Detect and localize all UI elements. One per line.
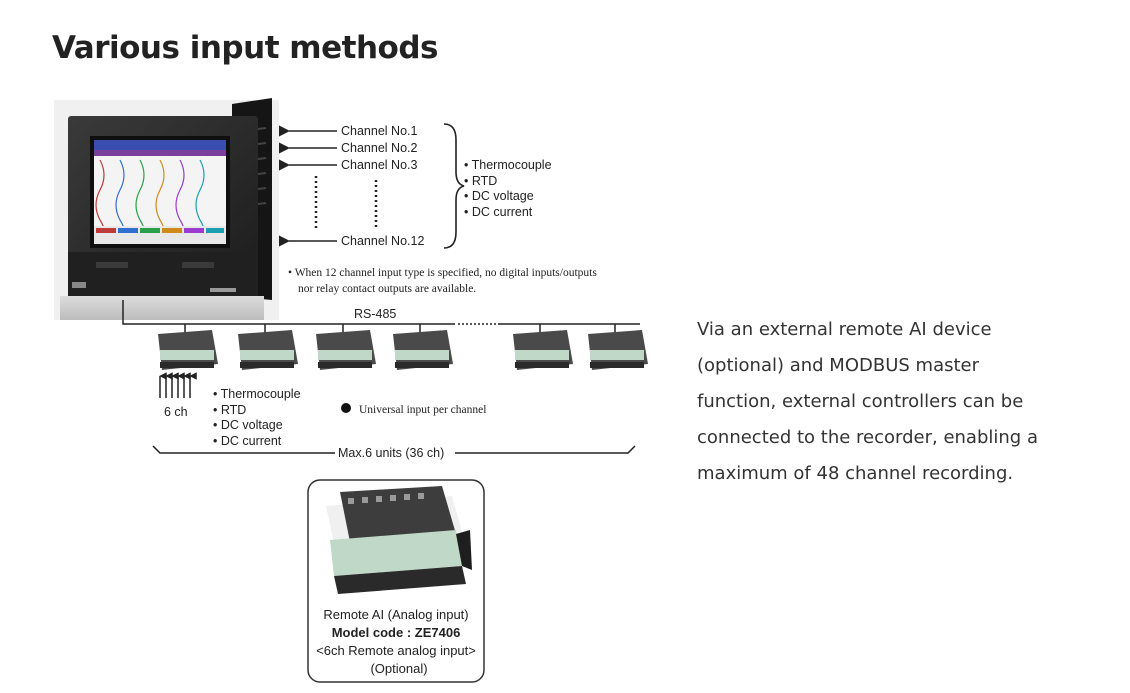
universal-input-bullet bbox=[341, 403, 351, 413]
recorder-model-plate bbox=[210, 288, 236, 292]
svg-text:• DC current: • DC current bbox=[213, 434, 282, 448]
remote-module bbox=[238, 330, 298, 370]
remote-ai-caption-line3: <6ch Remote analog input> bbox=[316, 643, 476, 658]
remote-ai-caption-line1: Remote AI (Analog input) bbox=[323, 607, 468, 622]
channel-label: Channel No.12 bbox=[341, 234, 424, 248]
channel-label: Channel No.2 bbox=[341, 141, 417, 155]
recorder-base bbox=[60, 296, 264, 320]
channel-note-line1: • When 12 channel input type is specifie… bbox=[288, 267, 597, 279]
remote-module bbox=[158, 330, 218, 370]
svg-text:• Thermocouple: • Thermocouple bbox=[213, 387, 301, 401]
rs485-label: RS-485 bbox=[354, 307, 396, 321]
description-text: Via an external remote AI device (option… bbox=[697, 319, 1038, 484]
remote-module bbox=[588, 330, 648, 370]
input-type-list: • Thermocouple • RTD • DC voltage • DC c… bbox=[464, 158, 552, 219]
page-title: Various input methods bbox=[52, 30, 438, 66]
module-input-arrows bbox=[159, 372, 197, 398]
channel-label: Channel No.3 bbox=[341, 158, 417, 172]
channel-label: Channel No.1 bbox=[341, 124, 417, 138]
channel-arrows: Channel No.1 Channel No.2 Channel No.3 C… bbox=[278, 124, 424, 248]
input-methods-diagram: Channel No.1 Channel No.2 Channel No.3 C… bbox=[54, 98, 648, 683]
screen-header-bar bbox=[94, 140, 226, 150]
channel-group-brace bbox=[443, 123, 465, 249]
rs485-bus bbox=[122, 300, 640, 333]
recorder-device bbox=[54, 98, 279, 320]
remote-module bbox=[393, 330, 453, 370]
recorder-brand-logo bbox=[72, 282, 86, 288]
remote-ai-module-photo bbox=[326, 486, 472, 594]
max-units-bracket-right bbox=[455, 445, 636, 454]
svg-text:• RTD: • RTD bbox=[464, 174, 497, 188]
max-units-label: Max.6 units (36 ch) bbox=[338, 446, 444, 460]
remote-ai-model-code: Model code : ZE7406 bbox=[332, 625, 461, 640]
svg-text:• Thermocouple: • Thermocouple bbox=[464, 158, 552, 172]
remote-module bbox=[513, 330, 573, 370]
remote-ai-caption-line4: (Optional) bbox=[370, 661, 427, 676]
svg-text:• DC voltage: • DC voltage bbox=[464, 189, 534, 203]
max-units-bracket-left bbox=[152, 445, 335, 454]
svg-text:• RTD: • RTD bbox=[213, 403, 246, 417]
universal-input-label: Universal input per channel bbox=[359, 404, 486, 416]
remote-module bbox=[316, 330, 376, 370]
unit-input-type-list: • Thermocouple • RTD • DC voltage • DC c… bbox=[213, 387, 301, 448]
svg-text:• DC voltage: • DC voltage bbox=[213, 418, 283, 432]
unit-channel-count: 6 ch bbox=[164, 405, 188, 419]
channel-note-line2: nor relay contact outputs are available. bbox=[298, 283, 476, 295]
svg-text:• DC current: • DC current bbox=[464, 205, 533, 219]
